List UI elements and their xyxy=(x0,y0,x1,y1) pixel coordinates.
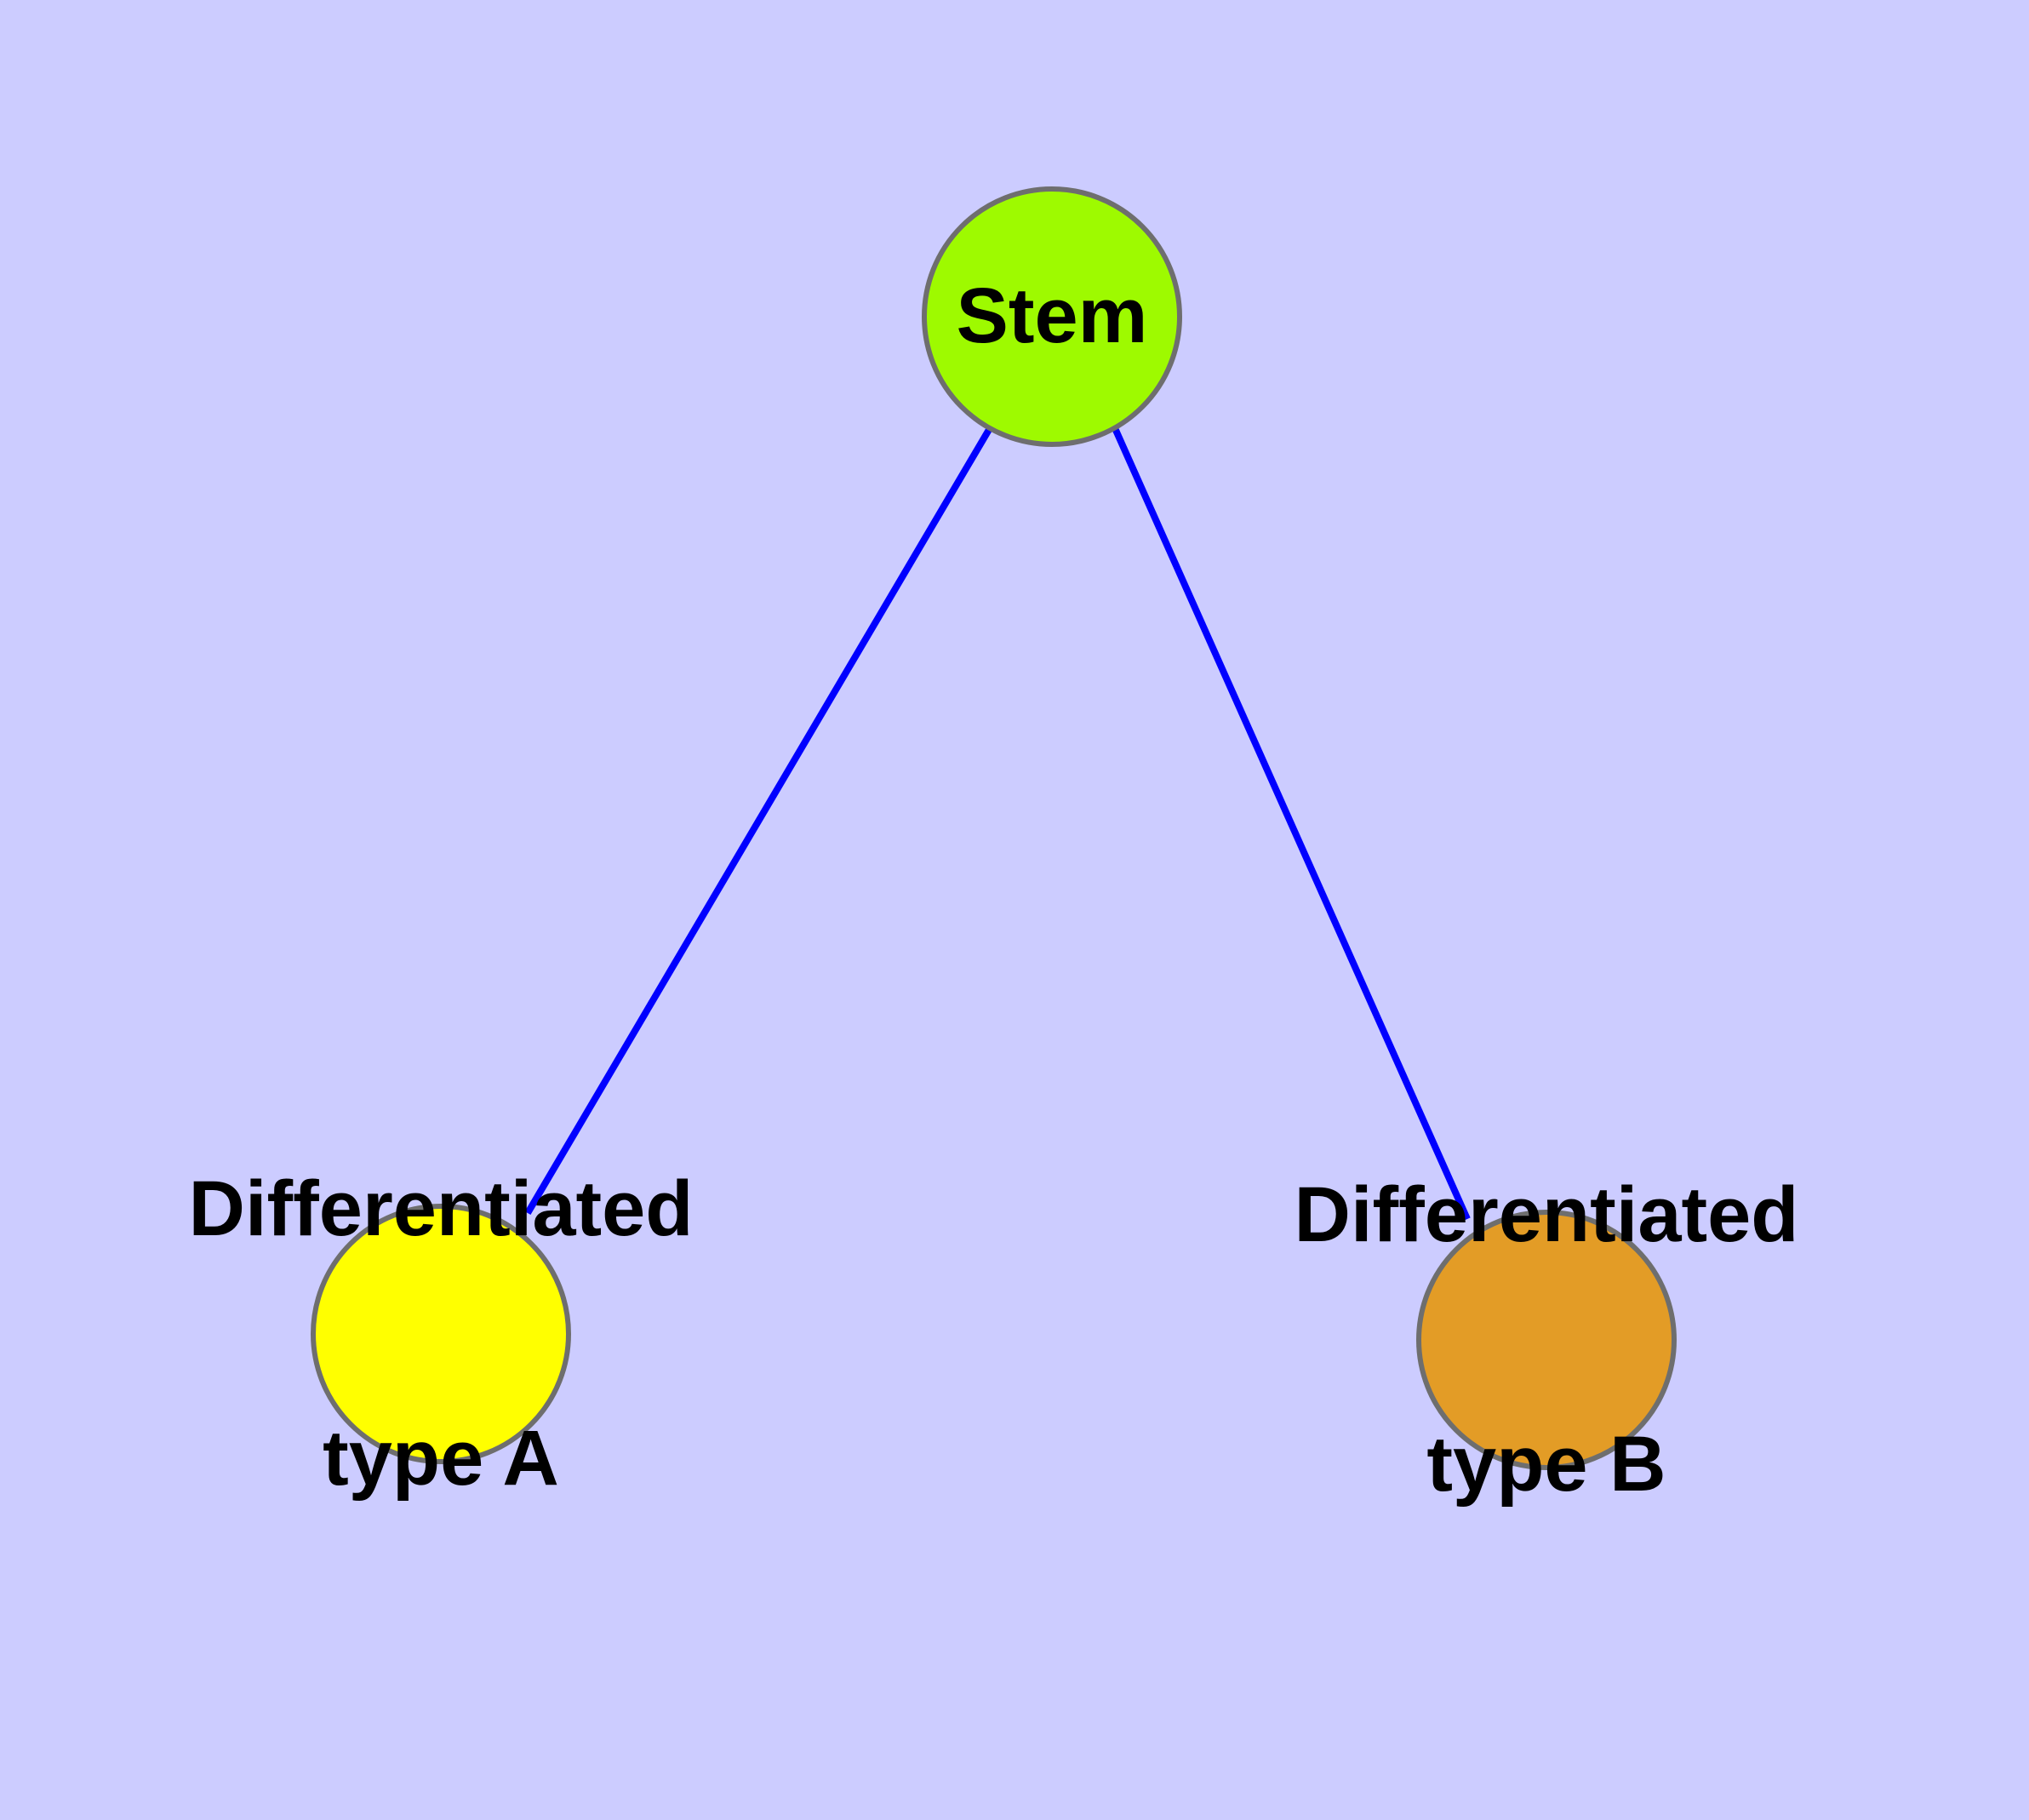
node-layer xyxy=(311,186,1677,1470)
node-differentiated-type-b[interactable] xyxy=(1416,1210,1677,1470)
node-stem[interactable] xyxy=(922,186,1182,447)
edge-stem-to-diff-a[interactable] xyxy=(524,426,993,1216)
node-differentiated-type-a[interactable] xyxy=(311,1204,571,1464)
edge-layer xyxy=(524,426,1471,1221)
edge-stem-to-diff-b[interactable] xyxy=(1112,426,1471,1221)
